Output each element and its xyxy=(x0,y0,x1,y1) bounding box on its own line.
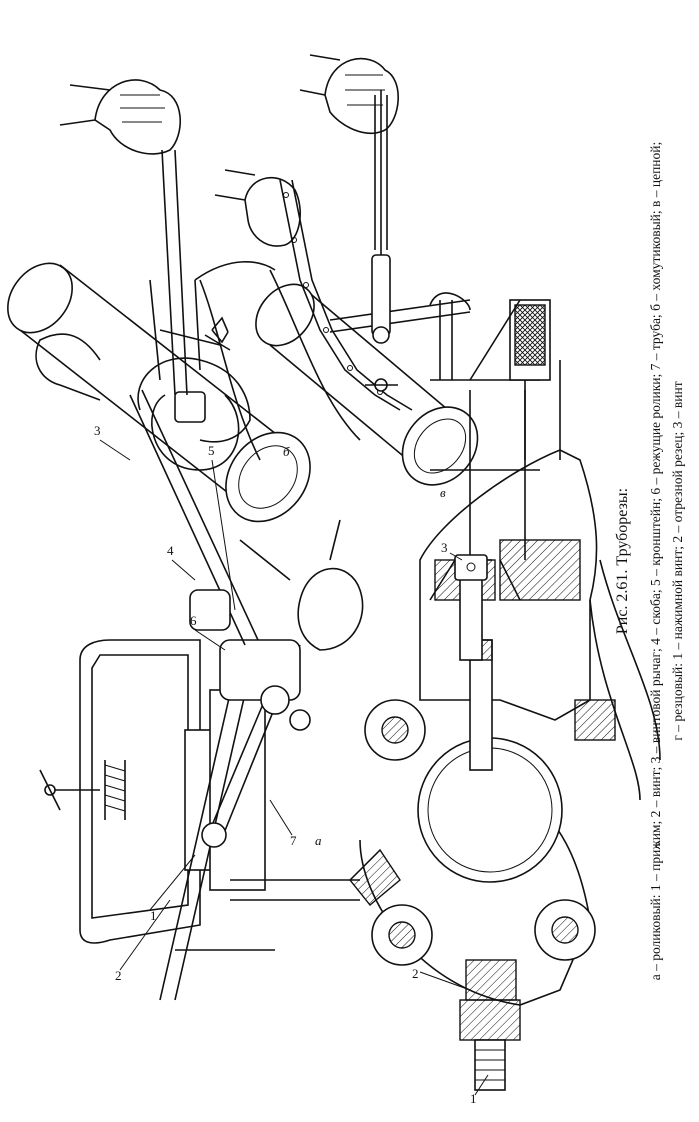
label-a-1: 1 xyxy=(150,908,157,923)
label-g-3: 3 xyxy=(441,540,448,555)
panel-g-cutter-section xyxy=(349,299,661,1091)
label-g: г xyxy=(655,836,660,851)
caption-line-1: а – роликовый: 1 – прижим; 2 – винт; 3 –… xyxy=(648,141,663,981)
label-a-6: 6 xyxy=(190,613,197,628)
panel-a-roller-cutter xyxy=(35,261,364,1001)
caption-line-2: г – резцовый: 1 – нажимной винт; 2 – отр… xyxy=(670,381,685,741)
label-a-2: 2 xyxy=(115,968,122,983)
figure-title: Рис. 2.61. Труборезы: xyxy=(614,487,631,635)
label-a-7: 7 xyxy=(290,833,297,848)
label-a: а xyxy=(315,833,322,848)
label-b: б xyxy=(283,444,290,459)
label-g-1: 1 xyxy=(470,1091,477,1106)
label-a-5: 5 xyxy=(208,443,215,458)
label-g-2: 2 xyxy=(412,966,419,981)
panel-v-chain-cutter xyxy=(214,54,479,486)
panel-b-clamp-cutter xyxy=(7,79,311,523)
figure-caption: Рис. 2.61. Труборезы: а – роликовый: 1 –… xyxy=(614,0,699,1122)
label-a-3: 3 xyxy=(94,423,101,438)
label-v: в xyxy=(440,485,446,500)
label-a-4: 4 xyxy=(167,543,174,558)
